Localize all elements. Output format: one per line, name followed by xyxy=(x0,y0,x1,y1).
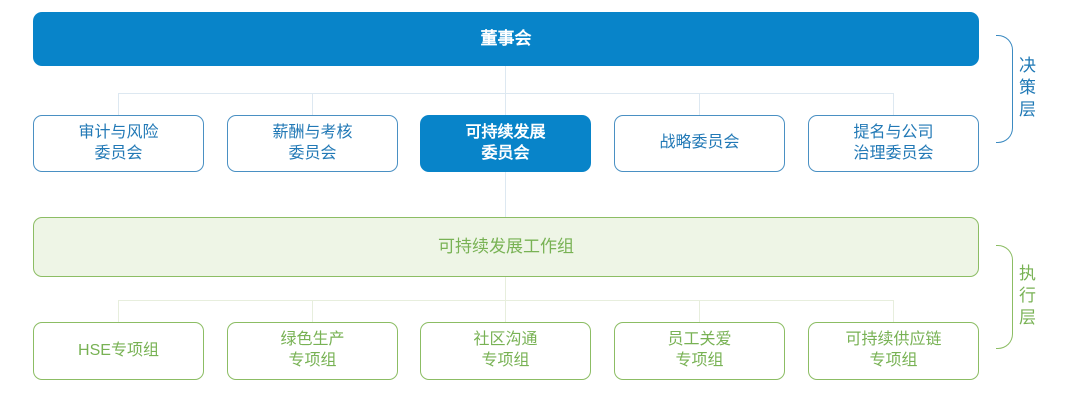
org-node-sustainability-working-group: 可持续发展工作组 xyxy=(33,217,979,277)
connector-line xyxy=(893,93,894,115)
connector-line xyxy=(505,172,506,217)
org-node-board: 董事会 xyxy=(33,12,979,66)
connector-line xyxy=(118,300,119,322)
connector-line xyxy=(505,277,506,300)
connector-line xyxy=(118,300,894,301)
connector-line xyxy=(118,93,119,115)
org-node-community-communication-task-group: 社区沟通 专项组 xyxy=(420,322,591,380)
connector-line xyxy=(118,93,894,94)
connector-line xyxy=(893,300,894,322)
connector-line xyxy=(699,300,700,322)
org-node-audit-risk-committee: 审计与风险 委员会 xyxy=(33,115,204,172)
org-node-employee-care-task-group: 员工关爱 专项组 xyxy=(614,322,785,380)
connector-line xyxy=(312,93,313,115)
org-node-green-production-task-group: 绿色生产 专项组 xyxy=(227,322,398,380)
org-node-strategy-committee: 战略委员会 xyxy=(614,115,785,172)
decision-layer-bracket xyxy=(996,35,1013,143)
org-node-nomination-governance-committee: 提名与公司 治理委员会 xyxy=(808,115,979,172)
org-node-sustainability-committee: 可持续发展 委员会 xyxy=(420,115,591,172)
connector-line xyxy=(699,93,700,115)
decision-layer-label: 决策层 xyxy=(1016,56,1035,122)
org-node-remuneration-appraisal-committee: 薪酬与考核 委员会 xyxy=(227,115,398,172)
execution-layer-label: 执行层 xyxy=(1016,264,1035,330)
connector-line xyxy=(505,93,506,115)
connector-line xyxy=(505,66,506,93)
execution-layer-bracket xyxy=(996,245,1013,349)
org-node-sustainable-supply-chain-task-group: 可持续供应链 专项组 xyxy=(808,322,979,380)
connector-line xyxy=(312,300,313,322)
connector-line xyxy=(505,300,506,322)
org-node-hse-task-group: HSE专项组 xyxy=(33,322,204,380)
